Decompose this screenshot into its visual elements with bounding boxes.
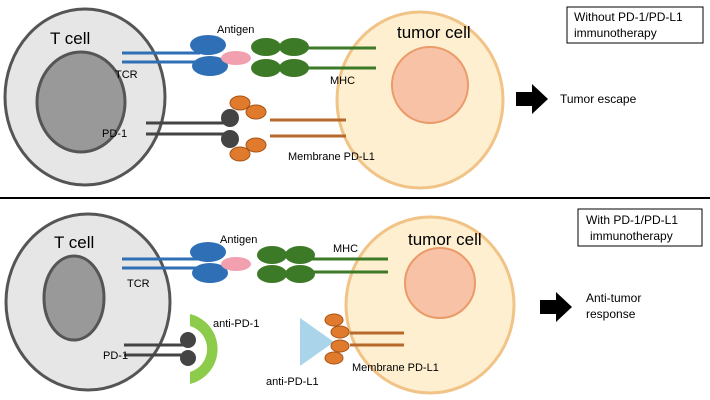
- mhc-label: MHC: [330, 75, 355, 87]
- condition-line2: immunotherapy: [574, 26, 657, 40]
- condition-box: [566, 6, 704, 44]
- t-cell-nucleus: [42, 254, 106, 342]
- mhc-label: MHC: [333, 243, 358, 255]
- antigen-shape: [221, 51, 251, 65]
- mhc-molecule: [251, 38, 376, 77]
- anti-pdl1-antibody: [300, 318, 334, 366]
- mhc-molecule: [257, 246, 388, 283]
- membrane-pdl1: [229, 95, 346, 162]
- condition-line1: Without PD-1/PD-L1: [574, 10, 683, 24]
- outcome-text-line2: response: [586, 307, 636, 321]
- membrane-pdl1-label: Membrane PD-L1: [288, 151, 375, 163]
- antigen-label: Antigen: [217, 24, 254, 36]
- tcr-receptor: [122, 242, 228, 283]
- t-cell-label: T cell: [50, 29, 90, 48]
- pd1-label: PD-1: [103, 350, 128, 362]
- arrow-right-icon: [540, 292, 572, 322]
- tumor-cell-nucleus: [404, 247, 476, 319]
- antigen-label: Antigen: [220, 234, 257, 246]
- tcr-label: TCR: [127, 278, 150, 290]
- anti-pd1-label: anti-PD-1: [213, 318, 259, 330]
- pd1-label: PD-1: [102, 128, 127, 140]
- membrane-pdl1: [324, 313, 404, 365]
- condition-line1: With PD-1/PD-L1: [586, 213, 678, 227]
- t-cell-label: T cell: [54, 233, 94, 252]
- panel-with-immunotherapy: T cell tumor cell Antigen TCR MHC: [4, 208, 703, 395]
- pd1-receptor: [124, 332, 196, 366]
- outcome-text-line1: Anti-tumor: [586, 291, 641, 305]
- membrane-pdl1-label: Membrane PD-L1: [352, 362, 439, 374]
- anti-pd1-antibody: [190, 314, 218, 384]
- anti-pdl1-label: anti-PD-L1: [266, 376, 319, 388]
- tcr-receptor: [122, 35, 228, 76]
- pd1-receptor: [146, 109, 239, 148]
- condition-line2: immunotherapy: [590, 229, 673, 243]
- arrow-right-icon: [516, 84, 548, 114]
- tumor-cell-nucleus: [391, 46, 469, 124]
- tumor-cell-label: tumor cell: [397, 23, 471, 42]
- condition-box: [577, 208, 703, 247]
- outcome-text-line1: Tumor escape: [560, 92, 637, 106]
- t-cell-nucleus: [35, 50, 127, 154]
- antigen-shape: [221, 257, 251, 271]
- tcr-label: TCR: [115, 69, 138, 81]
- panel-without-immunotherapy: T cell tumor cell Antigen TCR MHC: [3, 6, 704, 190]
- tumor-cell-label: tumor cell: [408, 230, 482, 249]
